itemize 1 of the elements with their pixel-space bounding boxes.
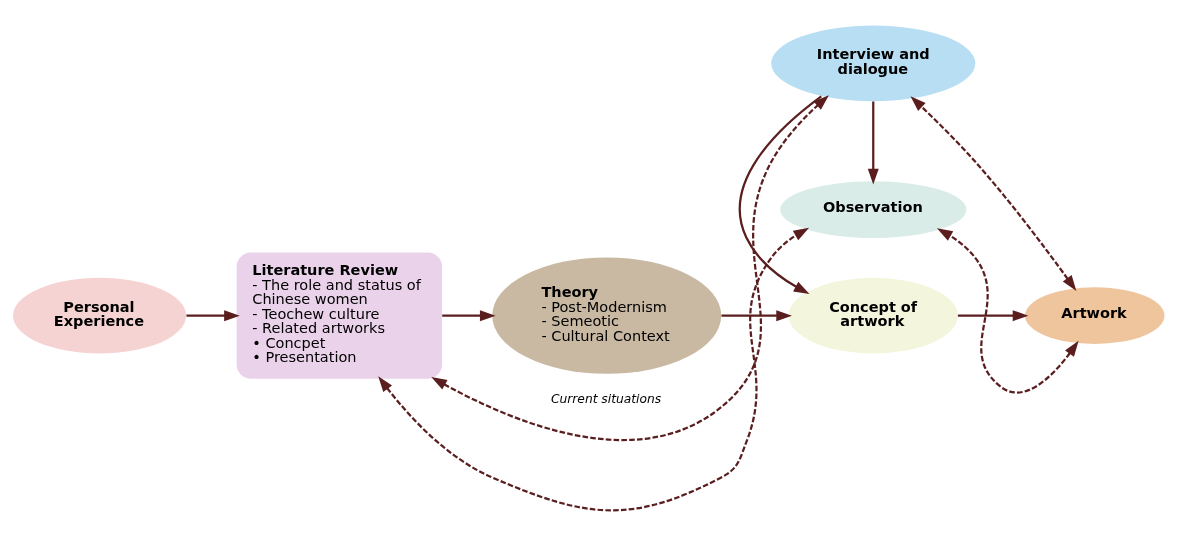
edge-label: Current situations — [550, 391, 662, 406]
